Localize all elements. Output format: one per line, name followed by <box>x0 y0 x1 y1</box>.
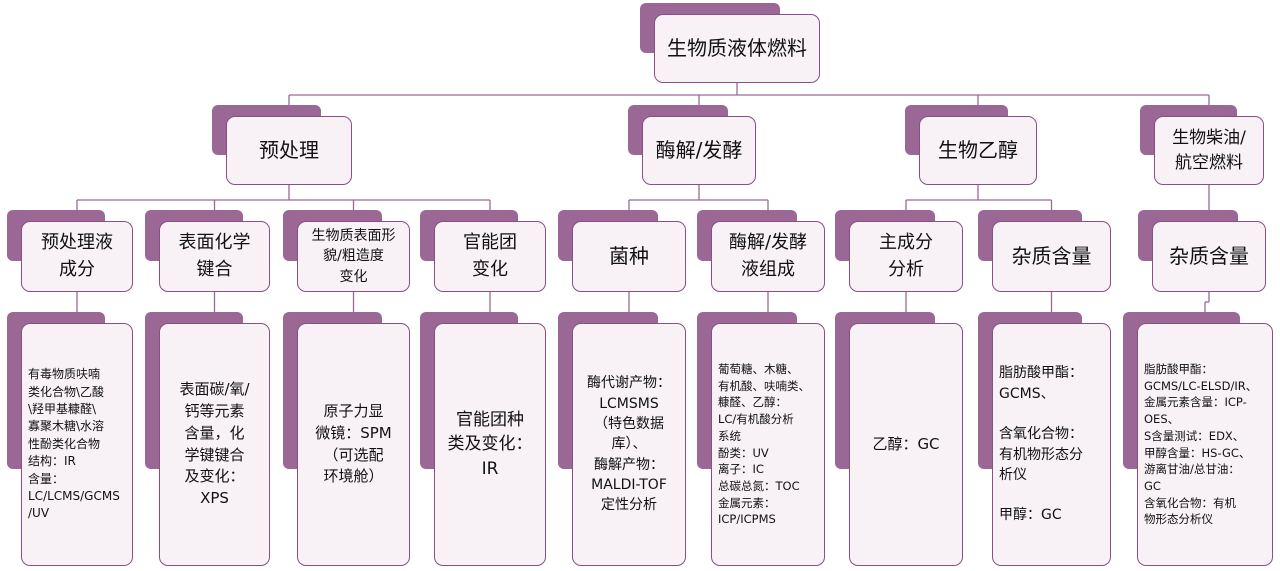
node-impurity-eth-card: 杂质含量 <box>992 221 1111 292</box>
node-pretreat-label: 预处理 <box>259 138 319 162</box>
detail-main-comp-label: 乙醇：GC <box>872 434 940 453</box>
detail-functional-label: 官能团种 类及变化： IR <box>447 409 533 479</box>
node-biodiesel: 生物柴油/ 航空燃料 <box>1140 105 1264 185</box>
detail-strain-label: 酶代谢产物： LCMSMS （特色数据 库）、 酶解产物： MALDI-TOF … <box>587 375 671 514</box>
node-impurity-eth-label: 杂质含量 <box>1011 244 1092 268</box>
detail-broth-label: 葡萄糖、木糖、 有机酸、呋喃类、 糠醛、乙醇： LC/有机酸分析 系统 酚类：U… <box>718 362 810 527</box>
detail-functional: 官能团种 类及变化： IR <box>420 312 546 566</box>
node-surface-bond: 表面化学 键合 <box>145 210 270 292</box>
detail-broth: 葡萄糖、木糖、 有机酸、呋喃类、 糠醛、乙醇： LC/有机酸分析 系统 酚类：U… <box>697 312 825 566</box>
detail-impurity-bio-card: 脂肪酸甲酯： GCMS/LC-ELSD/IR、 金属元素含量：ICP- OES、… <box>1137 323 1273 566</box>
detail-surface-bond: 表面碳/氧/ 钙等元素 含量，化 学键键合 及变化： XPS <box>145 312 270 566</box>
detail-impurity-bio: 脂肪酸甲酯： GCMS/LC-ELSD/IR、 金属元素含量：ICP- OES、… <box>1123 312 1273 566</box>
detail-pre-liquid-card: 有毒物质呋喃 类化合物\乙酸 \羟甲基糠醛\ 寡聚木糖\水溶 性酚类化合物 结构… <box>21 323 133 566</box>
node-surface-morph-label: 生物质表面形 貌/粗造度 变化 <box>311 228 396 285</box>
node-impurity-bio-label: 杂质含量 <box>1169 244 1249 268</box>
node-root-card: 生物质液体燃料 <box>654 14 820 83</box>
node-main-comp-label: 主成分 分析 <box>879 232 933 280</box>
node-main-comp: 主成分 分析 <box>835 210 963 292</box>
detail-surface-morph-card: 原子力显 微镜：SPM （可选配 环境舱） <box>297 323 410 566</box>
node-enzyme-card: 酶解/发酵 <box>642 116 756 185</box>
node-functional: 官能团 变化 <box>420 210 546 292</box>
detail-impurity-eth-label: 脂肪酸甲酯： GCMS、 含氧化合物： 有机物形态分 析仪 甲醇：GC <box>999 365 1083 524</box>
node-ethanol-card: 生物乙醇 <box>919 116 1037 185</box>
node-enzyme: 酶解/发酵 <box>628 105 756 185</box>
detail-broth-card: 葡萄糖、木糖、 有机酸、呋喃类、 糠醛、乙醇： LC/有机酸分析 系统 酚类：U… <box>711 323 825 566</box>
node-surface-morph-card: 生物质表面形 貌/粗造度 变化 <box>297 221 410 292</box>
node-functional-card: 官能团 变化 <box>434 221 546 292</box>
detail-surface-morph: 原子力显 微镜：SPM （可选配 环境舱） <box>283 312 410 566</box>
node-surface-bond-label: 表面化学 键合 <box>178 232 251 280</box>
node-impurity-bio: 杂质含量 <box>1138 210 1266 292</box>
detail-impurity-eth: 脂肪酸甲酯： GCMS、 含氧化合物： 有机物形态分 析仪 甲醇：GC <box>978 312 1111 566</box>
node-broth-label: 酶解/发酵 液组成 <box>728 232 808 280</box>
node-strain-label: 菌种 <box>609 244 649 268</box>
detail-main-comp-card: 乙醇：GC <box>849 323 963 566</box>
detail-strain: 酶代谢产物： LCMSMS （特色数据 库）、 酶解产物： MALDI-TOF … <box>558 312 686 566</box>
node-biodiesel-card: 生物柴油/ 航空燃料 <box>1154 116 1264 185</box>
node-impurity-eth: 杂质含量 <box>978 210 1111 292</box>
node-functional-label: 官能团 变化 <box>463 232 517 280</box>
detail-main-comp: 乙醇：GC <box>835 312 963 566</box>
node-strain: 菌种 <box>558 210 686 292</box>
node-broth-card: 酶解/发酵 液组成 <box>711 221 825 292</box>
node-pre-liquid: 预处理液 成分 <box>7 210 133 292</box>
node-surface-bond-card: 表面化学 键合 <box>159 221 270 292</box>
node-ethanol: 生物乙醇 <box>905 105 1037 185</box>
node-strain-card: 菌种 <box>572 221 686 292</box>
detail-impurity-bio-label: 脂肪酸甲酯： GCMS/LC-ELSD/IR、 金属元素含量：ICP- OES、… <box>1144 362 1258 527</box>
node-root-label: 生物质液体燃料 <box>667 36 807 60</box>
detail-surface-bond-card: 表面碳/氧/ 钙等元素 含量，化 学键键合 及变化： XPS <box>159 323 270 566</box>
node-surface-morph: 生物质表面形 貌/粗造度 变化 <box>283 210 410 292</box>
detail-strain-card: 酶代谢产物： LCMSMS （特色数据 库）、 酶解产物： MALDI-TOF … <box>572 323 686 566</box>
detail-functional-card: 官能团种 类及变化： IR <box>434 323 546 566</box>
node-ethanol-label: 生物乙醇 <box>938 138 1018 162</box>
node-root: 生物质液体燃料 <box>640 3 820 83</box>
node-broth: 酶解/发酵 液组成 <box>697 210 825 292</box>
node-pre-liquid-label: 预处理液 成分 <box>41 232 113 280</box>
detail-pre-liquid: 有毒物质呋喃 类化合物\乙酸 \羟甲基糠醛\ 寡聚木糖\水溶 性酚类化合物 结构… <box>7 312 133 566</box>
detail-pre-liquid-label: 有毒物质呋喃 类化合物\乙酸 \羟甲基糠醛\ 寡聚木糖\水溶 性酚类化合物 结构… <box>28 367 120 521</box>
node-pretreat: 预处理 <box>212 105 352 185</box>
node-impurity-bio-card: 杂质含量 <box>1152 221 1266 292</box>
node-pre-liquid-card: 预处理液 成分 <box>21 221 133 292</box>
node-biodiesel-label: 生物柴油/ 航空燃料 <box>1172 127 1246 173</box>
node-enzyme-label: 酶解/发酵 <box>655 138 743 162</box>
node-main-comp-card: 主成分 分析 <box>849 221 963 292</box>
detail-surface-bond-label: 表面碳/氧/ 钙等元素 含量，化 学键键合 及变化： XPS <box>179 380 250 507</box>
detail-surface-morph-label: 原子力显 微镜：SPM （可选配 环境舱） <box>315 402 392 486</box>
node-pretreat-card: 预处理 <box>226 116 352 185</box>
detail-impurity-eth-card: 脂肪酸甲酯： GCMS、 含氧化合物： 有机物形态分 析仪 甲醇：GC <box>992 323 1111 566</box>
